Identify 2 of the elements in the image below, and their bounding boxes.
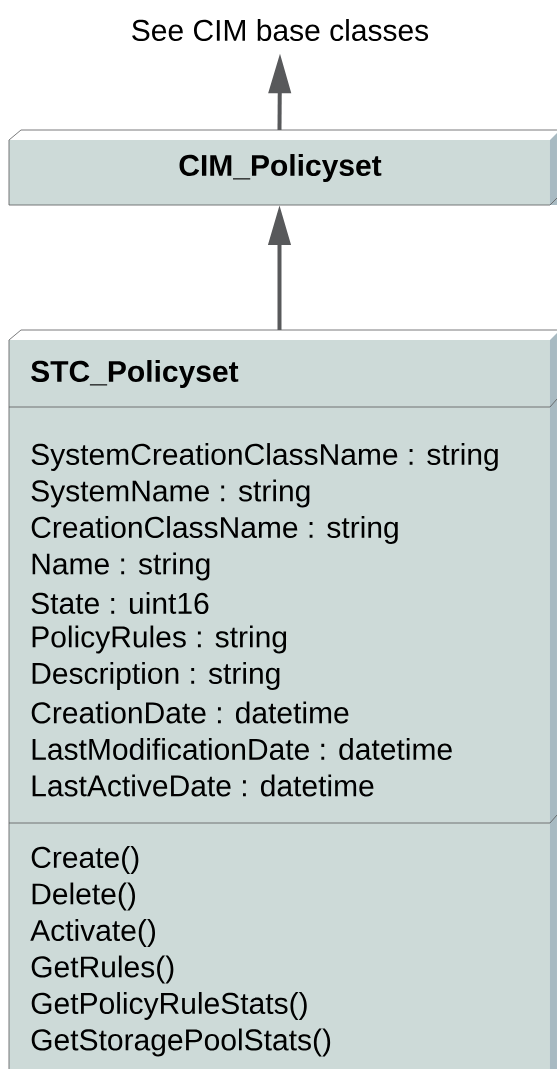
class-box: CIM_Policyset: [8, 129, 557, 206]
caption-text: See CIM base classes: [132, 19, 429, 42]
